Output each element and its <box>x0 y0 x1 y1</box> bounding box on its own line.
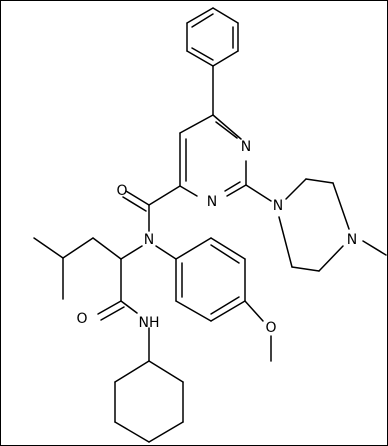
n-to-alpha-carbon-bond <box>120 245 143 260</box>
atom-n-pyrimidine-1: N <box>241 139 251 155</box>
pyrimidine-to-carbonyl-bond <box>148 185 181 206</box>
methoxyphenyl-ring <box>175 237 246 322</box>
carbonyl-2-double-bond-b <box>100 306 125 321</box>
ch2-to-ch-bond <box>62 237 94 259</box>
pyrimidine-to-piperazine-bond <box>245 184 272 202</box>
phenyl-ring <box>186 7 239 67</box>
atom-n-piperazine-1: N <box>273 198 283 214</box>
n-to-anisyl-bond <box>155 245 177 260</box>
n-methyl-bond <box>362 240 387 256</box>
atom-nh-amide: NH <box>139 315 160 331</box>
alpha-to-ch2-bond <box>92 237 122 260</box>
isopropyl-methyl-1-bond <box>33 237 64 259</box>
carbonyl-double-bond-a <box>125 190 150 206</box>
carbonyl-double-bond-b <box>122 196 147 212</box>
piperazine-ring <box>278 178 350 272</box>
pyrimidine-ring <box>179 114 247 197</box>
atom-o-amide-1: O <box>116 183 127 199</box>
atom-n-pyrimidine-3: N <box>207 194 217 210</box>
cyclohexane-ring <box>114 360 184 443</box>
ring-to-methoxy-o-bond <box>244 300 264 322</box>
atom-o-methoxy: O <box>265 320 276 336</box>
carbonyl-to-nh-bond <box>120 300 138 314</box>
atom-n-piperazine-4: N <box>347 232 357 248</box>
atom-o-amide-2: O <box>76 311 87 327</box>
carbonyl-2-double-bond-a <box>97 300 122 315</box>
atom-n-central: N <box>144 232 154 248</box>
